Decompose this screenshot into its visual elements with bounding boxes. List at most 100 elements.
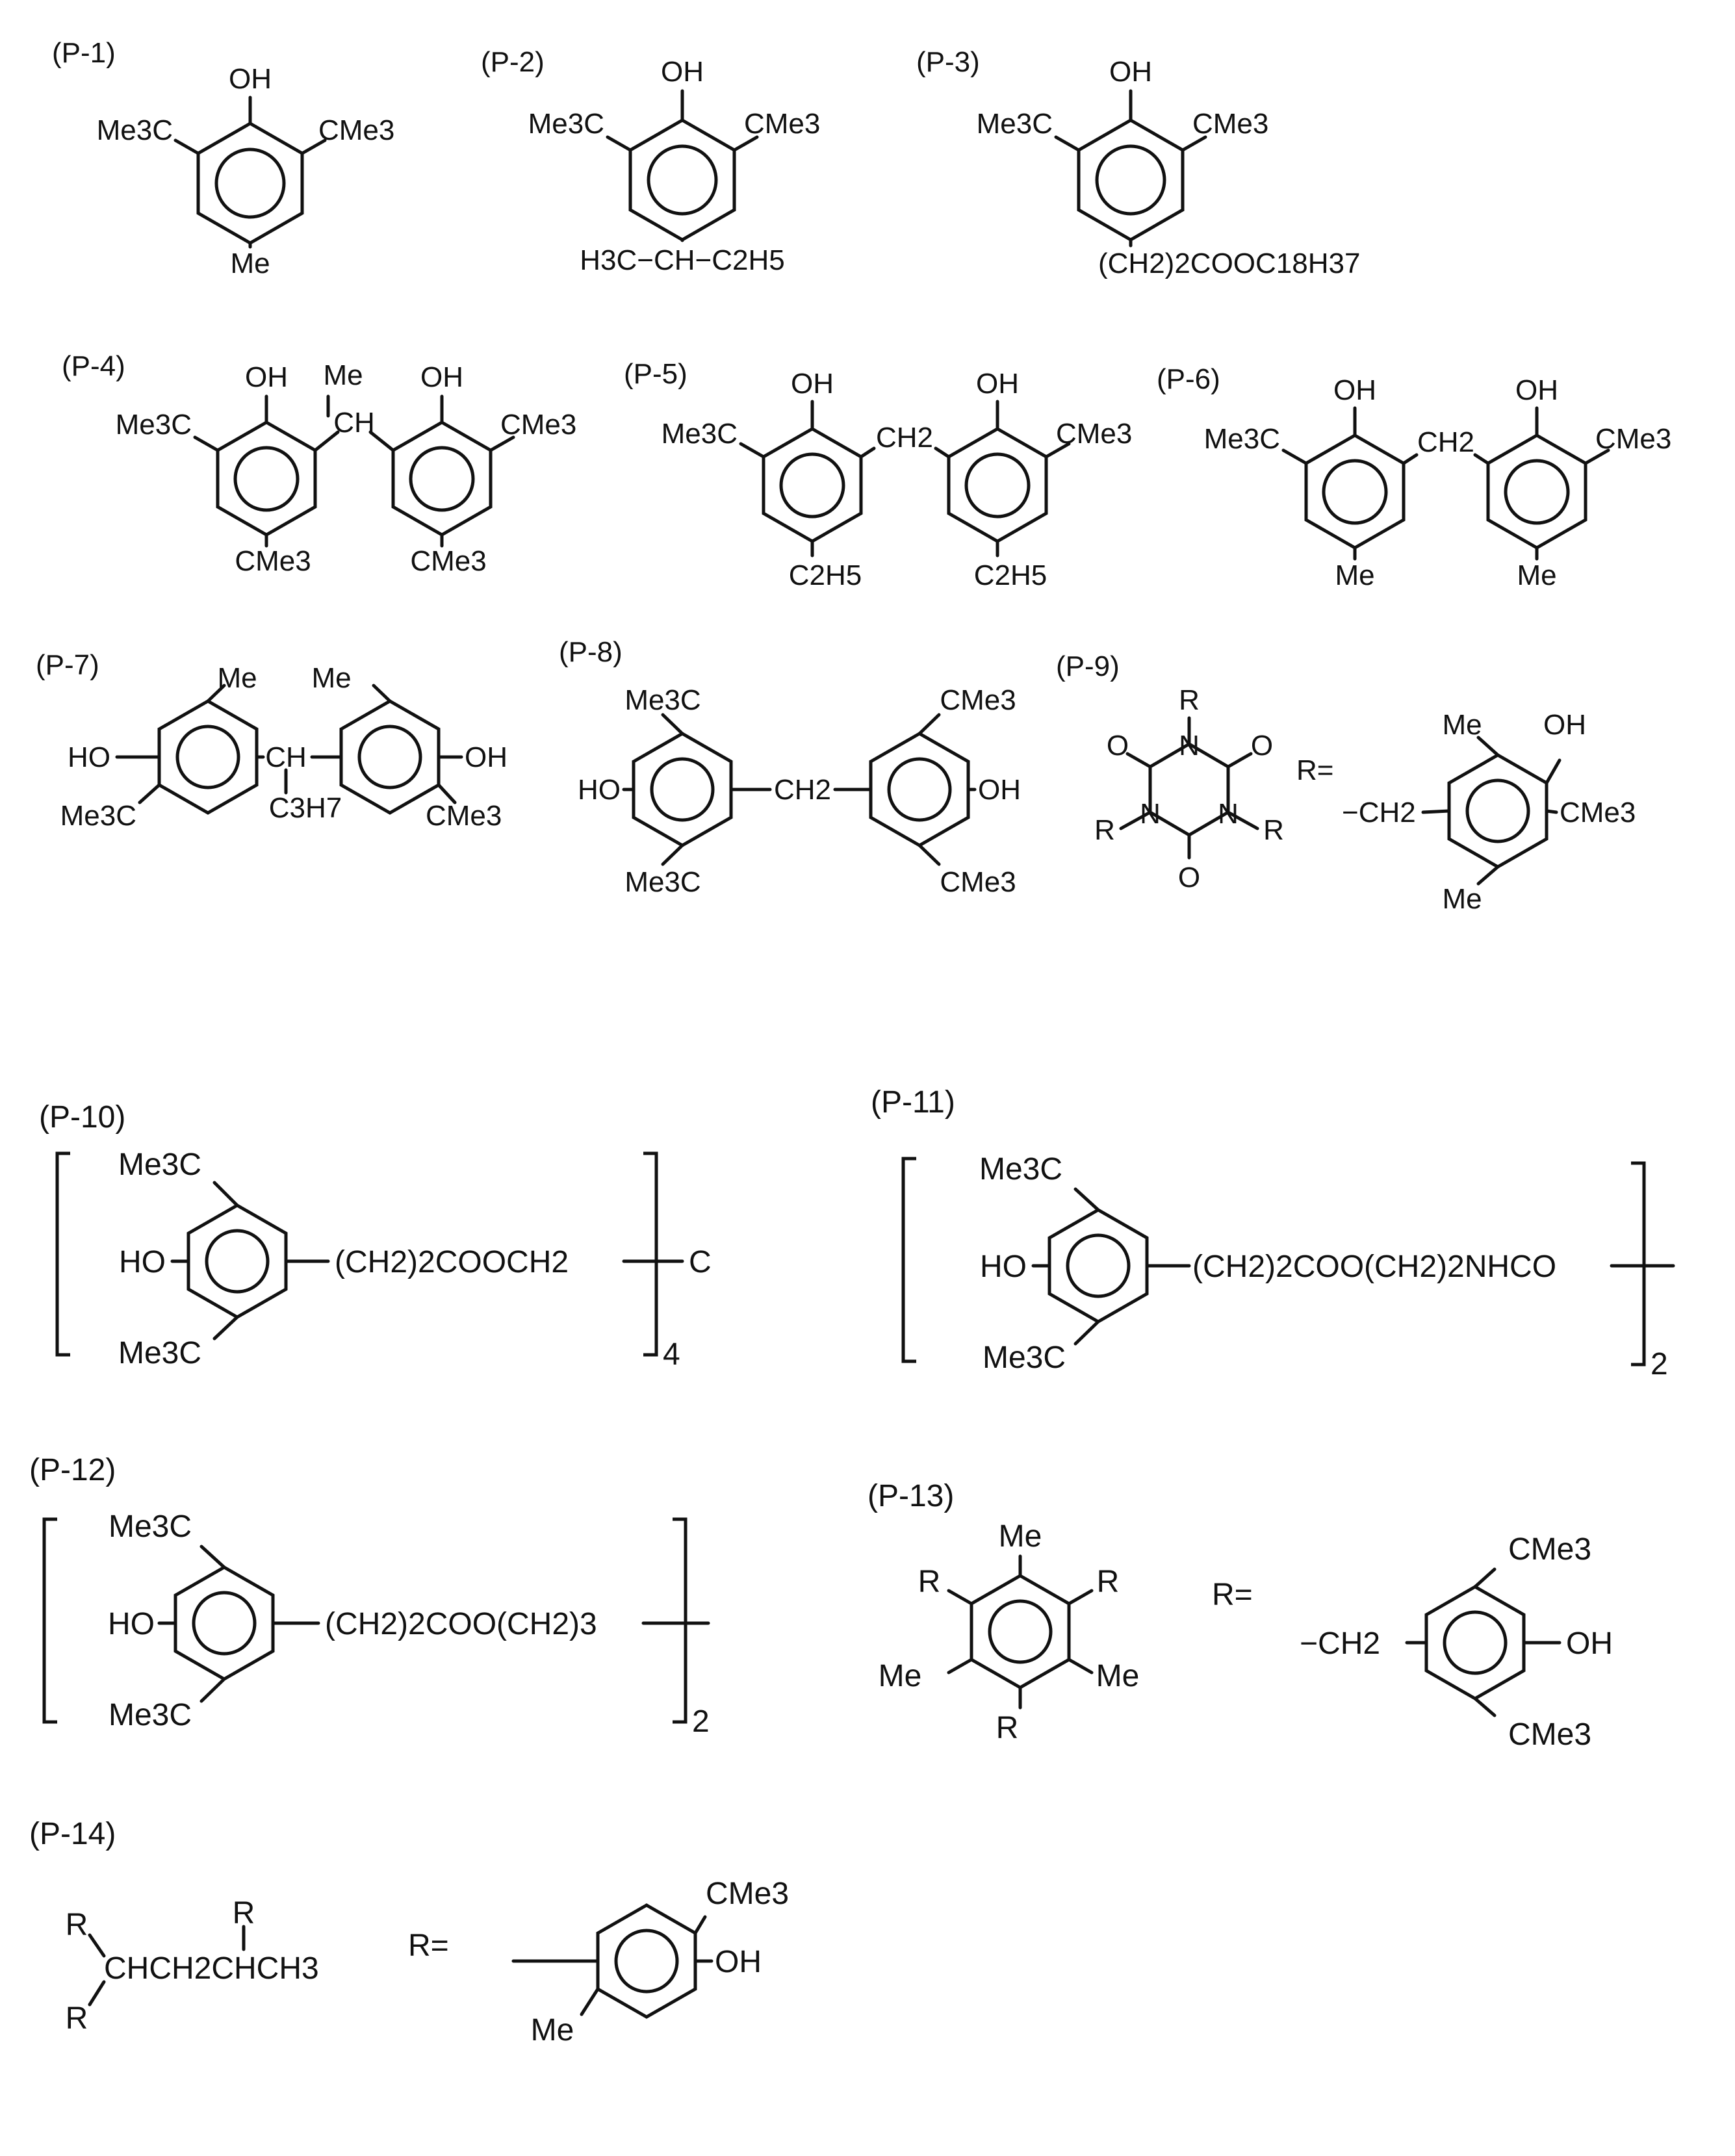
compound-p-12: (P-12) Me3C HO Me3C (CH2)2COO(CH2)3 2 bbox=[29, 1453, 710, 1739]
hydroxyl-label: OH bbox=[978, 774, 1021, 806]
compound-id: (P-12) bbox=[29, 1453, 116, 1487]
tert-butyl-label: CMe3 bbox=[1056, 418, 1132, 450]
tert-butyl-label: CMe3 bbox=[744, 108, 820, 140]
methyl-label: Me bbox=[1335, 559, 1374, 591]
hydroxyl-label: HO bbox=[980, 1250, 1027, 1284]
r-definition-label: R= bbox=[408, 1929, 449, 1963]
tert-butyl-label: Me3C bbox=[528, 108, 604, 140]
tert-butyl-label: CMe3 bbox=[410, 545, 486, 577]
oxygen-label: O bbox=[1107, 730, 1129, 762]
hydroxyl-label: OH bbox=[791, 368, 834, 400]
methylene-bridge-label: CH2 bbox=[774, 774, 831, 806]
nitrogen-label: N bbox=[1179, 730, 1200, 762]
methylene-label: −CH2 bbox=[1342, 797, 1416, 828]
benzene-ring bbox=[175, 1567, 273, 1679]
compound-p-13: (P-13) Me R R Me Me R R= −CH2 CMe3 OH CM… bbox=[868, 1479, 1613, 1752]
hydroxyl-label: OH bbox=[420, 361, 463, 393]
benzene-ring bbox=[871, 734, 968, 845]
substituent-r-label: R bbox=[1094, 814, 1115, 846]
hydroxyl-label: OH bbox=[715, 1945, 762, 1979]
hydroxyl-label: OH bbox=[1515, 374, 1558, 406]
methyl-label: Me bbox=[1096, 1659, 1140, 1693]
substituent-r-label: R bbox=[1179, 684, 1200, 716]
r-definition-label: R= bbox=[1212, 1578, 1253, 1612]
compound-id: (P-5) bbox=[624, 358, 688, 390]
ethyl-label: C2H5 bbox=[789, 559, 862, 591]
benzene-ring bbox=[198, 123, 302, 243]
tert-butyl-label: CMe3 bbox=[1508, 1717, 1591, 1752]
ester-chain-label: (CH2)2COOCH2 bbox=[335, 1245, 569, 1279]
compound-p-4: (P-4) OH OH Me CH Me3C CMe3 CMe3 CMe3 bbox=[62, 350, 576, 577]
compound-id: (P-11) bbox=[871, 1085, 955, 1120]
hydroxyl-label: HO bbox=[68, 741, 110, 773]
benzene-ring bbox=[341, 701, 439, 813]
methyl-label: Me bbox=[1442, 709, 1482, 741]
methyl-label: Me bbox=[879, 1659, 922, 1693]
tert-butyl-label: Me3C bbox=[118, 1148, 201, 1182]
tert-butyl-label: CMe3 bbox=[940, 866, 1016, 898]
right-bracket bbox=[673, 1519, 686, 1722]
benzene-ring bbox=[598, 1905, 695, 2017]
benzene-ring bbox=[971, 1576, 1069, 1688]
tert-butyl-label: CMe3 bbox=[1192, 108, 1268, 140]
tert-butyl-label: Me3C bbox=[979, 1152, 1062, 1187]
tert-butyl-label: Me3C bbox=[118, 1336, 201, 1370]
compound-p-14: (P-14) R R R CHCH2CHCH3 R= CMe3 OH Me bbox=[29, 1817, 789, 2047]
compound-id: (P-2) bbox=[481, 46, 545, 78]
hydroxyl-label: OH bbox=[1543, 709, 1586, 741]
methyl-label: Me bbox=[1517, 559, 1556, 591]
methine-bridge-label: CH bbox=[333, 407, 375, 439]
left-bracket bbox=[903, 1159, 916, 1361]
right-bracket bbox=[1631, 1163, 1644, 1365]
compound-id: (P-1) bbox=[52, 37, 116, 69]
compound-p-10: (P-10) Me3C HO Me3C (CH2)2COOCH2 C 4 bbox=[39, 1100, 712, 1372]
ester-chain-label: (CH2)2COO(CH2)3 bbox=[325, 1607, 597, 1641]
benzene-ring bbox=[1426, 1587, 1524, 1699]
left-bracket bbox=[44, 1519, 57, 1722]
ester-chain-label: (CH2)2COOC18H37 bbox=[1098, 248, 1360, 279]
compound-p-9: (P-9) R N N N O O O R R R= −CH2 Me OH CM… bbox=[1056, 650, 1636, 915]
methyl-label: Me bbox=[311, 662, 351, 694]
substituent-r-label: R bbox=[233, 1896, 255, 1931]
hydroxyl-label: OH bbox=[661, 56, 704, 88]
right-bracket bbox=[643, 1153, 656, 1355]
compound-id: (P-13) bbox=[868, 1479, 954, 1513]
nitrogen-label: N bbox=[1140, 798, 1161, 830]
compound-p-6: (P-6) OH OH CH2 Me3C CMe3 Me Me bbox=[1157, 363, 1671, 591]
tert-butyl-label: CMe3 bbox=[235, 545, 311, 577]
sec-butyl-label: H3C−CH−C2H5 bbox=[580, 244, 784, 276]
compound-id: (P-4) bbox=[62, 350, 125, 382]
substituent-r-label: R bbox=[918, 1565, 941, 1599]
methyl-label: Me bbox=[999, 1519, 1042, 1554]
tert-butyl-label: CMe3 bbox=[426, 800, 502, 832]
ethyl-label: C2H5 bbox=[974, 559, 1047, 591]
benzene-ring bbox=[1449, 755, 1547, 867]
tert-butyl-label: Me3C bbox=[624, 866, 700, 898]
benzene-ring bbox=[188, 1205, 286, 1317]
tert-butyl-label: Me3C bbox=[1204, 423, 1280, 455]
benzene-ring bbox=[1049, 1210, 1147, 1322]
substituent-r-label: R bbox=[996, 1711, 1019, 1745]
methine-bridge-label: CH bbox=[265, 741, 307, 773]
tert-butyl-label: Me3C bbox=[624, 684, 700, 716]
oxygen-label: O bbox=[1251, 730, 1273, 762]
hydroxyl-label: HO bbox=[578, 774, 621, 806]
benzene-ring bbox=[1488, 435, 1586, 548]
alkyl-chain-label: CHCH2CHCH3 bbox=[104, 1951, 319, 1986]
compound-id: (P-9) bbox=[1056, 650, 1120, 682]
tert-butyl-label: Me3C bbox=[60, 800, 136, 832]
repeat-count-label: 2 bbox=[692, 1704, 710, 1739]
hydroxyl-label: OH bbox=[1566, 1626, 1613, 1661]
compound-p-7: (P-7) HO OH Me Me CH C3H7 Me3C CMe3 bbox=[36, 649, 508, 832]
compound-p-5: (P-5) OH OH CH2 Me3C CMe3 C2H5 C2H5 bbox=[624, 358, 1132, 591]
compound-id: (P-10) bbox=[39, 1100, 125, 1135]
substituent-r-label: R bbox=[1263, 814, 1284, 846]
compound-id: (P-7) bbox=[36, 649, 99, 681]
benzene-ring bbox=[1306, 435, 1404, 548]
tert-butyl-label: Me3C bbox=[109, 1698, 192, 1732]
methylene-bridge-label: CH2 bbox=[1417, 426, 1474, 458]
central-carbon-label: C bbox=[689, 1245, 712, 1279]
propyl-label: C3H7 bbox=[269, 792, 342, 824]
benzene-ring bbox=[393, 422, 491, 535]
tert-butyl-label: CMe3 bbox=[940, 684, 1016, 716]
